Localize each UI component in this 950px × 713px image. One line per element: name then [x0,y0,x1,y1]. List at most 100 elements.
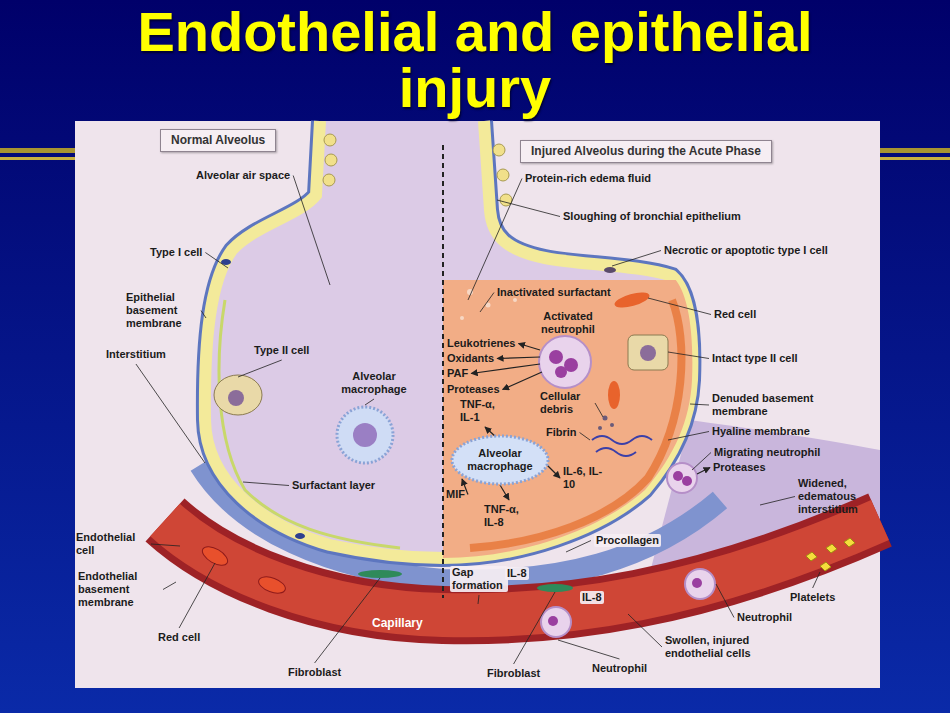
callout-label: Alveolar air space [196,169,290,182]
leader-line [595,403,603,417]
illustration-panel [75,121,880,688]
leader-line [293,176,330,286]
callout-label: Fibroblast [288,666,341,679]
nucleus-lobe [548,616,558,626]
platelet [844,538,855,547]
epithelial-cell [493,144,505,156]
red-cell [256,574,287,597]
droplet [460,316,464,320]
neutrophil [541,607,571,637]
callout-label: Oxidants [447,352,494,365]
callout-label: Proteases [713,461,766,474]
section-tab: Normal Alveolus [160,129,276,152]
callout-label: Neutrophil [592,662,647,675]
cellular-debris [598,416,614,431]
leader-line [668,432,709,441]
release-arrow [518,344,540,351]
leader-line [514,592,555,664]
fibrin [592,436,652,444]
bronchial-epithelium [323,134,512,206]
callout-label: Type I cell [150,246,202,259]
slide-title: Endothelial and epithelial injury [0,4,950,116]
platelet [820,562,831,571]
callout-label: IL-8 [505,567,529,580]
callout-label: Inactivated surfactant [497,286,611,299]
callout-label: Swollen, injured endothelial cells [665,634,777,660]
epithelial-cell [323,174,335,186]
leader-line [179,563,215,628]
nucleus-lobe [682,476,692,486]
fibroblast [358,570,402,578]
callout-label: Denuded basement membrane [712,392,817,418]
leader-line [558,640,620,659]
nucleus-lobe [549,350,563,364]
edema-fluid [443,280,713,570]
nucleus-lobe [692,578,702,588]
cell-nucleus [228,390,244,406]
platelet [826,544,837,553]
node-text: Normal Alveolus [171,133,265,148]
leader-line [716,584,734,618]
leader-line [136,364,205,463]
epithelial-cell [324,134,336,146]
platelet [806,552,817,561]
platelets [806,538,855,571]
callout-label: Activated neutrophil [532,310,604,336]
cell-nucleus [640,345,656,361]
release-arrow [697,468,710,475]
macrophage-cell: Alveolar macrophage [454,439,546,481]
type-ii-cell [214,375,262,415]
release-arrow [471,364,540,374]
debris [603,416,608,421]
callout-label: Procollagen [594,534,661,547]
leader-line [201,311,206,319]
leader-line [480,293,494,313]
red-cell [608,381,620,409]
callout-label: Leukotrienes [447,337,515,350]
leader-line [648,298,711,315]
leader-line [692,453,711,471]
leader-line [205,253,228,269]
leader-line [612,251,661,267]
macrophage-outline [452,436,548,484]
release-arrow [500,485,509,500]
callout-label: Cellular debris [540,390,592,416]
callout-label: Fibrin [546,426,577,439]
callout-label: Red cell [158,631,200,644]
callout-label: MIF [446,488,465,501]
alveolar-macrophage [337,407,393,463]
leader-line [151,544,180,546]
leader-line [478,595,479,604]
leader-line [668,352,709,359]
node-text: Injured Alveolus during the Acute Phase [531,144,761,159]
leader-line [243,482,289,486]
release-arrow [497,357,540,359]
node-text: Alveolar macrophage [465,447,535,473]
necrotic-type-i-cell [604,267,616,273]
red-cell [199,543,230,569]
fibrin [596,448,636,456]
type-i-nucleus [295,533,305,539]
neutrophil [685,569,715,599]
cell-nucleus [353,423,377,447]
callout-label: PAF [447,367,468,380]
callout-label: Intact type II cell [712,352,798,365]
leader-line [690,404,709,405]
red-cell [613,290,651,311]
leader-line [628,614,662,647]
callout-label: Endothelial basement membrane [78,570,160,609]
callout-label: Epithelial basement membrane [126,291,198,330]
activated-neutrophil [539,336,591,388]
leader-line [365,399,374,405]
callout-label: Widened, edematous interstitium [798,477,878,516]
callout-label: Red cell [714,308,756,321]
epithelial-cell [325,154,337,166]
debris [610,423,614,427]
droplet [513,298,517,302]
callout-label: Alveolar macrophage [338,370,410,396]
callout-label: Surfactant layer [292,479,375,492]
callout-label: Hyaline membrane [712,425,810,438]
callout-label: Type II cell [254,344,309,357]
leader-line [238,360,282,377]
